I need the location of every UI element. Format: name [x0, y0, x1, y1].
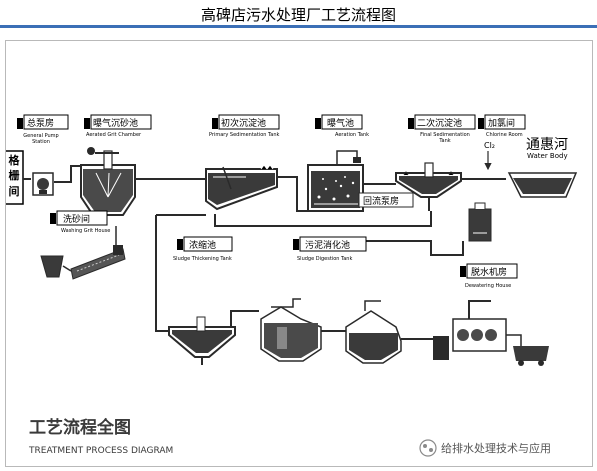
label-final-tank: 二次沉淀池 Final Sedimentation Tank [408, 114, 476, 144]
footer-title-cn: 工艺流程全图 [29, 417, 131, 438]
label-grit-chamber: 曝气沉砂池 Aerated Grit Chamber [84, 114, 152, 138]
thickening-cn: 浓缩池 [189, 239, 216, 251]
return-sludge-label: 回流泵房 [363, 195, 399, 207]
pump-station-en-2: Station [32, 139, 50, 145]
screen-house: 格 栅 间 [6, 150, 24, 205]
label-primary-tank: 初次沉淀池 Primary Sedimentation Tank [209, 114, 280, 138]
pump-station [32, 172, 54, 196]
final-tank-en: Final Sedimentation [420, 132, 470, 138]
sludge-thickening-tank [168, 316, 236, 365]
aeration-tank-en: Aeration Tank [335, 132, 369, 138]
water-body [507, 172, 578, 198]
screen-house-label-2: 栅 [9, 168, 20, 182]
label-digestion-tank: 污泥消化池 Sludge Digestion Tank [293, 236, 367, 262]
thickening-en: Sludge Thickening Tank [173, 256, 232, 262]
digestion-en: Sludge Digestion Tank [297, 256, 352, 262]
label-dewatering-house: 脱水机房 Dewatering House [460, 263, 518, 289]
page-title: 高碑店污水处理厂工艺流程图 [200, 6, 396, 24]
main-pipes [23, 165, 506, 340]
footer-title-en: TREATMENT PROCESS DIAGRAM [28, 446, 173, 456]
dewatering-en: Dewatering House [465, 283, 511, 289]
watermark: 给排水处理技术与应用 [419, 439, 551, 457]
watermark-text: 给排水处理技术与应用 [441, 441, 551, 455]
sludge-digestion-tank-1 [260, 298, 322, 362]
final-tank-cn: 二次沉淀池 [417, 117, 462, 129]
grit-chamber [80, 147, 136, 216]
screen-house-label-3: 间 [9, 185, 20, 198]
label-grit-house: 洗砂间 Washing Grit House [50, 210, 110, 234]
chlorine-room-cn: 加氯间 [488, 117, 515, 129]
aeration-tank-cn: 曝气池 [327, 117, 354, 129]
label-pump-station: 总泵房 General Pump Station [17, 114, 69, 145]
grit-washer [40, 226, 126, 280]
dewatering-equipment [433, 318, 549, 366]
label-aeration-tank: 曝气池 Aeration Tank [315, 114, 369, 138]
label-water-body: 通惠河 Water Body [526, 137, 568, 160]
final-tank-en-2: Tank [438, 138, 450, 144]
grit-chamber-en: Aerated Grit Chamber [86, 132, 142, 138]
pump-station-cn: 总泵房 [27, 117, 54, 129]
return-sludge-pump-house: 回流泵房 [358, 192, 414, 208]
primary-tank-en: Primary Sedimentation Tank [209, 132, 279, 138]
label-chlorine-room: 加氯间 Chlorine Room Cl₂ [478, 114, 526, 171]
chlorine-room-en: Chlorine Room [486, 132, 523, 138]
aeration-tank [307, 150, 364, 212]
primary-tank-cn: 初次沉淀池 [221, 117, 266, 129]
primary-sedimentation-tank [205, 164, 278, 211]
water-body-cn: 通惠河 [526, 137, 568, 153]
title-underline [0, 25, 597, 28]
screen-house-label: 格 [9, 153, 21, 167]
final-sedimentation-tank [395, 162, 462, 211]
grit-chamber-cn: 曝气沉砂池 [93, 117, 138, 129]
diagram-frame: 总泵房 General Pump Station 曝气沉砂池 Aerated G… [5, 40, 593, 467]
grit-house-cn: 洗砂间 [63, 213, 90, 225]
pump-station-en: General Pump [23, 133, 58, 139]
grit-house-en: Washing Grit House [61, 228, 110, 234]
sludge-digestion-tank-2 [345, 300, 402, 364]
digestion-cn: 污泥消化池 [305, 239, 350, 251]
label-thickening-tank: 浓缩池 Sludge Thickening Tank [173, 236, 233, 262]
dewatering-cn: 脱水机房 [471, 266, 507, 278]
water-body-en: Water Body [527, 152, 568, 160]
process-diagram: 总泵房 General Pump Station 曝气沉砂池 Aerated G… [6, 114, 578, 457]
sludge-pump-unit [468, 202, 492, 242]
chlorine-formula: Cl₂ [484, 141, 495, 150]
